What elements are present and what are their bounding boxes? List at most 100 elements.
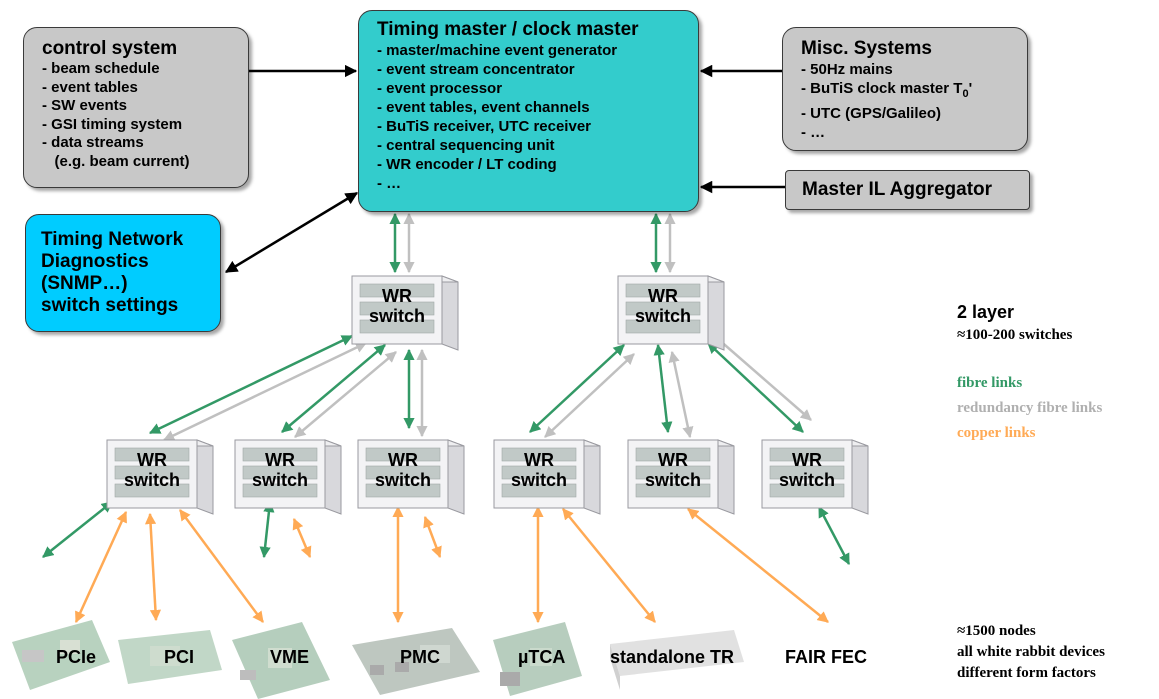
switch-label-switch: switch: [374, 470, 431, 490]
butis-text: - BuTiS clock master T: [801, 80, 963, 97]
switch-label-wr: WR: [658, 450, 688, 470]
switch-cabinet-image: [351, 275, 459, 351]
control-system-items: - beam schedule - event tables - SW even…: [42, 60, 248, 171]
copper-link: [178, 509, 265, 623]
switch-label-switch: switch: [510, 470, 567, 490]
diag-line: Timing Network: [41, 229, 184, 250]
switch-label-switch: switch: [251, 470, 308, 490]
copper-link: [423, 515, 442, 559]
legend-fibre-links: fibre links: [957, 375, 1023, 391]
switch-label-switch: switch: [368, 306, 425, 326]
legend-nodes-line: all white rabbit devices: [957, 644, 1105, 660]
list-item: - event tables: [42, 78, 138, 96]
list-item: - BuTiS receiver, UTC receiver: [377, 118, 591, 135]
fibre-link: [653, 343, 673, 434]
fibre-link: [42, 501, 113, 558]
switch-label-wr: WR: [792, 450, 822, 470]
copper-link: [562, 508, 656, 623]
legend-nodes-line: different form factors: [957, 665, 1096, 681]
legend-redundancy-links: redundancy fibre links: [957, 400, 1103, 416]
timing-network-diagnostics-box: Timing Network Diagnostics (SNMP…) switc…: [25, 214, 221, 332]
device-label-pmc: PMC: [400, 647, 440, 667]
utca-card-image: [493, 622, 582, 696]
list-item: - GSI timing system: [42, 115, 183, 133]
list-item: (e.g. beam current): [42, 152, 190, 170]
legend-layer-title: 2 layer: [957, 302, 1015, 322]
fibre-link: [529, 344, 625, 433]
copper-link: [292, 517, 312, 559]
diag-line: Diagnostics: [41, 251, 149, 272]
redundancy-link: [668, 350, 694, 439]
switch-cabinet-image: [234, 439, 342, 515]
switch-label-wr: WR: [648, 286, 678, 306]
list-item: - WR encoder / LT coding: [377, 156, 557, 173]
legend-nodes-line: ≈1500 nodes: [957, 623, 1036, 639]
fibre-link: [148, 334, 354, 435]
diag-line: (SNMP…): [41, 273, 128, 294]
misc-systems-items: - 50Hz mains - BuTiS clock master T0' - …: [801, 60, 1027, 142]
switch-label-wr: WR: [524, 450, 554, 470]
arrow-diag-master: [224, 191, 359, 274]
switch-cabinet-image: [493, 439, 601, 515]
switch-label-switch: switch: [778, 470, 835, 490]
device-label-vme: VME: [270, 647, 310, 667]
list-item: - event stream concentrator: [377, 61, 575, 78]
switch-label-switch: switch: [634, 306, 691, 326]
t0-prime: ': [968, 80, 973, 97]
device-label-utca: µTCA: [518, 647, 566, 667]
device-cards: [12, 620, 744, 699]
device-label-pcie: PCIe: [56, 647, 97, 667]
list-item: - SW events: [42, 97, 128, 114]
redundancy-link: [294, 351, 397, 438]
list-item: - …: [801, 124, 826, 141]
copper-link: [74, 510, 128, 624]
device-label-pci: PCI: [164, 647, 195, 667]
timing-master-items: - master/machine event generator - event…: [377, 41, 698, 193]
diag-line: switch settings: [41, 295, 179, 316]
switch-cabinet-image: [357, 439, 465, 515]
control-system-box: control system - beam schedule - event t…: [23, 27, 249, 188]
switch-cabinet-image: [617, 275, 725, 351]
pcie-card-image: [12, 620, 110, 690]
list-item: - event processor: [377, 80, 503, 97]
list-item: - data streams: [42, 134, 144, 151]
misc-systems-box: Misc. Systems - 50Hz mains - BuTiS clock…: [782, 27, 1028, 151]
switch-cabinet-image: [761, 439, 869, 515]
legend-copper-links: copper links: [957, 425, 1036, 441]
timing-master-box: Timing master / clock master - master/ma…: [358, 10, 699, 212]
list-item: - master/machine event generator: [377, 42, 618, 59]
timing-master-title: Timing master / clock master: [377, 19, 639, 40]
list-item: - central sequencing unit: [377, 137, 555, 154]
redundancy-link: [544, 353, 635, 438]
copper-link: [144, 512, 162, 622]
master-il-aggregator-box: Master IL Aggregator: [785, 170, 1030, 210]
list-item: - UTC (GPS/Galileo): [801, 105, 942, 122]
list-item: - BuTiS clock master T0': [801, 79, 1027, 104]
t0-subscript: 0: [962, 88, 969, 100]
switch-label-wr: WR: [388, 450, 418, 470]
legend-layer-sub: ≈100-200 switches: [957, 327, 1073, 343]
switch-label-wr: WR: [137, 450, 167, 470]
list-item: - event tables, event channels: [377, 99, 590, 116]
list-item: - 50Hz mains: [801, 61, 893, 78]
switch-label-wr: WR: [265, 450, 295, 470]
misc-systems-title: Misc. Systems: [801, 38, 932, 59]
list-item: - …: [377, 175, 402, 192]
device-label-standalone-tr: standalone TR: [610, 647, 735, 667]
legend-nodes: ≈1500 nodes all white rabbit devices dif…: [957, 621, 1105, 684]
vme-card-image: [232, 622, 330, 699]
redundancy-link: [162, 341, 368, 442]
switch-cabinet-image: [627, 439, 735, 515]
standalone-tr-image: [610, 630, 744, 690]
device-label-fair-fec: FAIR FEC: [785, 647, 868, 667]
pci-card-image: [118, 630, 222, 684]
switch-cabinet-image: [106, 439, 214, 515]
